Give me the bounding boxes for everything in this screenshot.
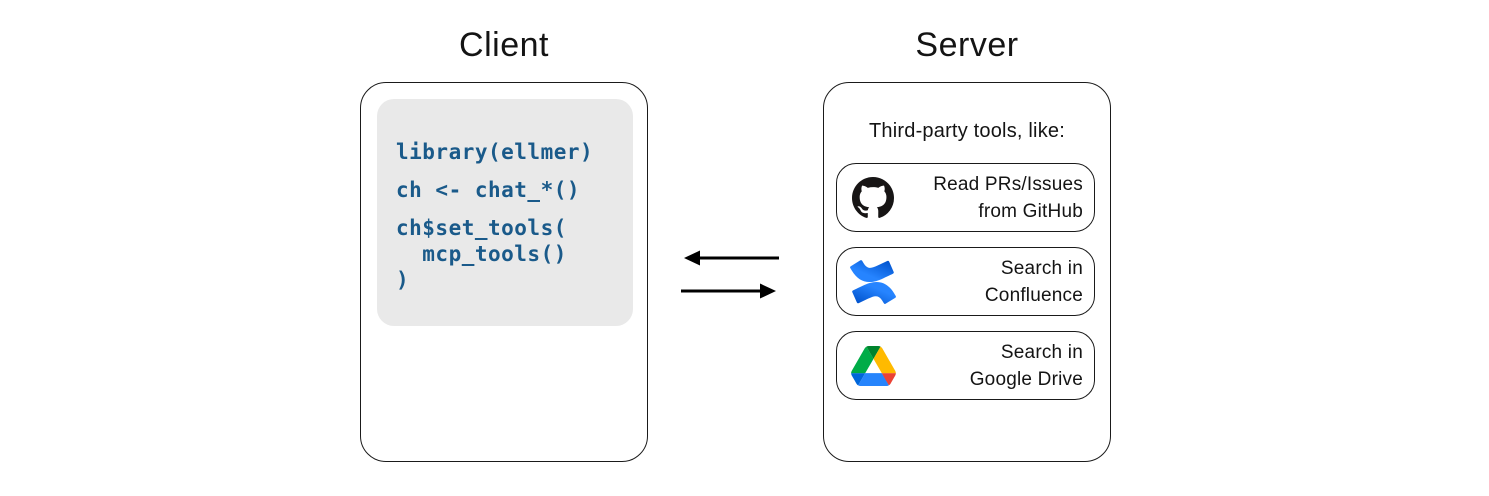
tool-label: Search in Confluence xyxy=(898,255,1083,309)
tool-row-github: Read PRs/Issues from GitHub xyxy=(836,163,1095,232)
tool-label-line: Search in xyxy=(1000,257,1083,279)
tool-row-google-drive: Search in Google Drive xyxy=(836,331,1095,400)
code-line: ) xyxy=(396,268,410,292)
code-line: ch$set_tools( xyxy=(396,216,567,240)
client-box: library(ellmer) ch <- chat_*() ch$set_to… xyxy=(360,82,648,462)
client-title: Client xyxy=(459,26,549,64)
server-box: Third-party tools, like: Read PRs/Issues… xyxy=(823,82,1111,462)
tool-label: Search in Google Drive xyxy=(898,339,1083,393)
code-block: library(ellmer) ch <- chat_*() ch$set_to… xyxy=(377,99,633,326)
tool-label-line: Read PRs/Issues xyxy=(933,173,1083,195)
tool-row-confluence: Search in Confluence xyxy=(836,247,1095,316)
tool-label-line: Confluence xyxy=(984,284,1083,306)
tool-label: Read PRs/Issues from GitHub xyxy=(898,171,1083,225)
tool-label-line: Search in xyxy=(1000,341,1083,363)
server-subtitle: Third-party tools, like: xyxy=(869,120,1065,142)
arrow-right-icon xyxy=(681,283,776,299)
client-server-arrows xyxy=(681,250,779,299)
tool-label-line: from GitHub xyxy=(978,200,1083,222)
github-icon xyxy=(852,176,894,218)
code-line: library(ellmer) xyxy=(396,140,594,164)
code-line: ch <- chat_*() xyxy=(396,178,581,202)
code-line: mcp_tools() xyxy=(396,242,567,266)
tool-label-line: Google Drive xyxy=(969,368,1083,390)
arrow-left-icon xyxy=(684,250,779,266)
confluence-icon xyxy=(850,259,896,304)
server-title: Server xyxy=(915,26,1019,64)
google-drive-icon xyxy=(850,345,896,386)
